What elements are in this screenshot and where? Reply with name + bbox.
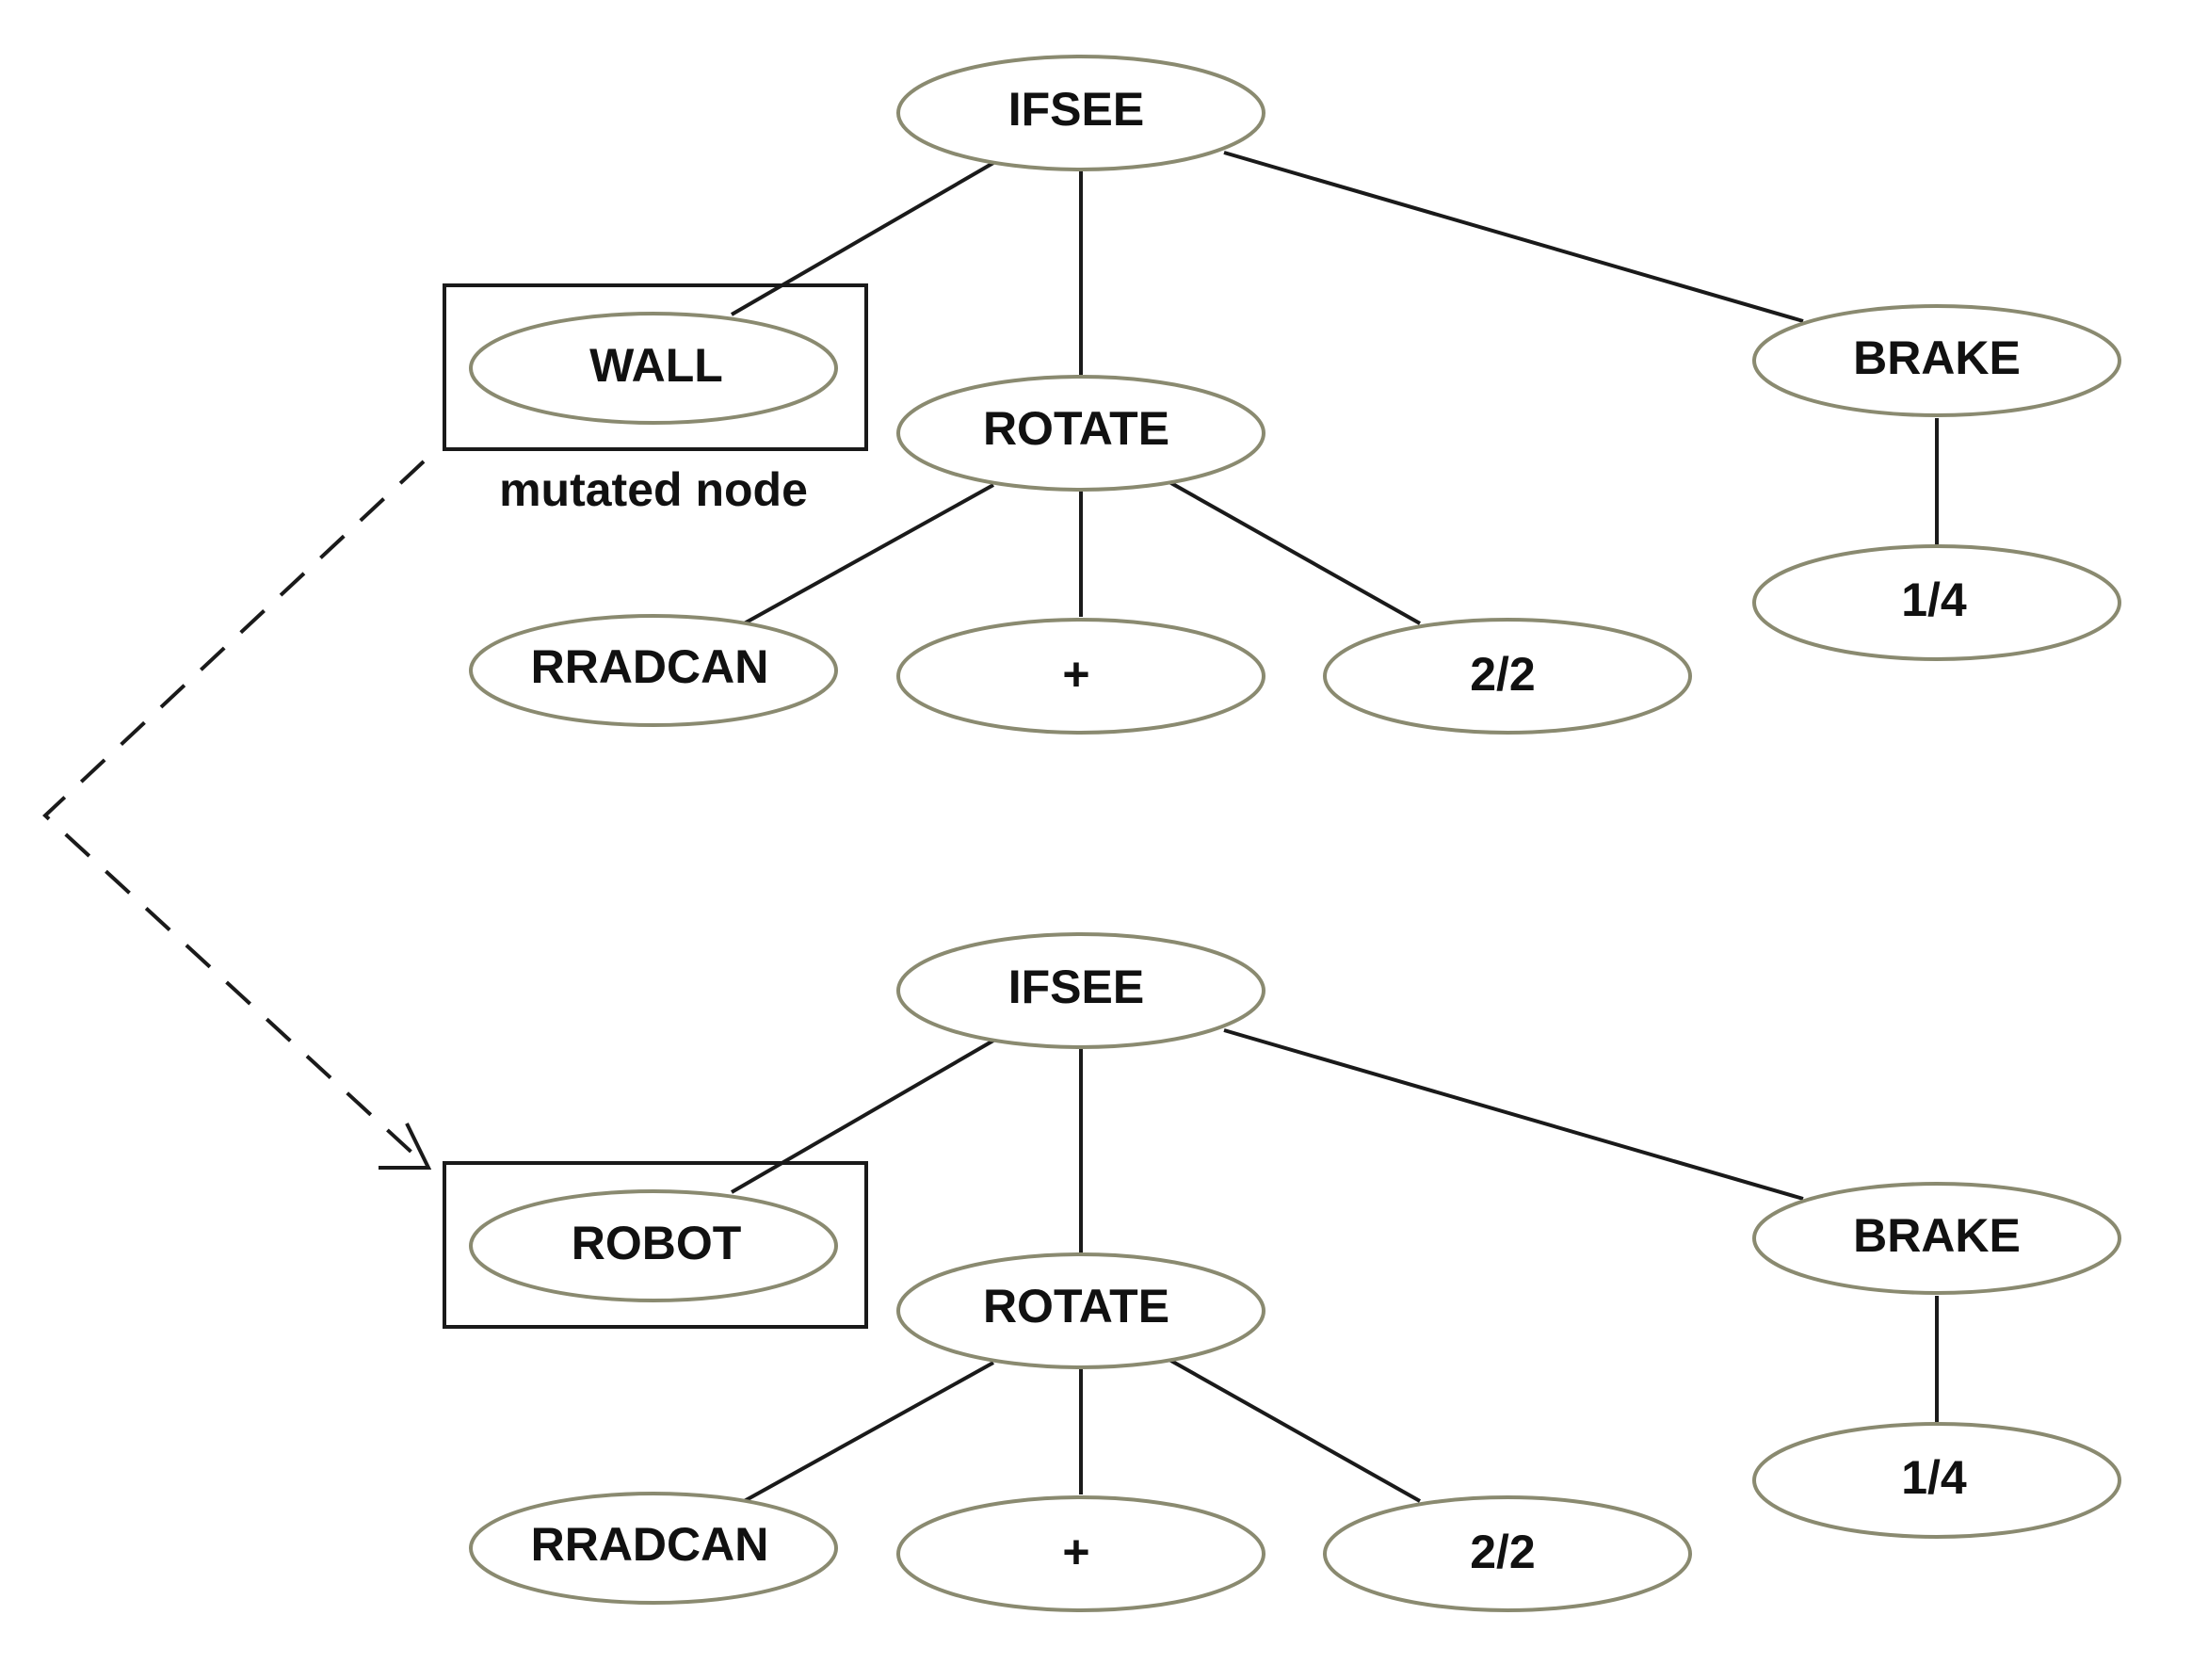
edge-ifsee-brake [1223, 151, 1804, 323]
node-label: 2/2 [1470, 648, 1536, 701]
node-label: RRADCAN [531, 1518, 769, 1571]
node-1-4: 1/4 [1752, 544, 2121, 661]
mutated-tree: IFSEE ROBOT ROTATE BRAKE RRADCAN + 2/2 [443, 932, 2121, 1612]
node-label: BRAKE [1853, 1209, 2021, 1262]
node-ifsee: IFSEE [896, 55, 1265, 171]
node-label: ROBOT [572, 1217, 742, 1269]
node-label: 1/4 [1901, 1451, 1967, 1504]
node-wall: WALL [469, 312, 838, 425]
node-label: ROTATE [983, 402, 1169, 455]
node-1-4: 1/4 [1752, 1422, 2121, 1539]
node-brake: BRAKE [1752, 304, 2121, 417]
original-tree: IFSEE WALL ROTATE BRAKE RRADCAN + 2/2 1 [443, 55, 2121, 735]
edge-rotate-rradcan [738, 1361, 994, 1506]
node-brake: BRAKE [1752, 1182, 2121, 1295]
mutated-node-box [443, 1161, 868, 1329]
node-label: 2/2 [1470, 1526, 1536, 1578]
node-rradcan: RRADCAN [469, 614, 838, 727]
edge-rotate-22 [1169, 480, 1421, 625]
node-plus: + [896, 1495, 1265, 1612]
node-label: ROTATE [983, 1280, 1169, 1333]
node-plus: + [896, 618, 1265, 735]
node-2-2: 2/2 [1323, 1495, 1692, 1612]
node-robot: ROBOT [469, 1189, 838, 1302]
edge-ifsee-brake [1223, 1028, 1804, 1201]
dashed-arrow-line [42, 460, 430, 1170]
node-label: RRADCAN [531, 640, 769, 693]
mutated-node-box [443, 283, 868, 451]
edge-ifsee-robot [730, 1039, 995, 1194]
node-2-2: 2/2 [1323, 618, 1692, 735]
arrow-head-icon [379, 1123, 432, 1170]
edge-rotate-22 [1169, 1358, 1421, 1503]
edge-ifsee-wall [730, 161, 995, 316]
node-label: BRAKE [1853, 331, 2021, 384]
node-label: IFSEE [1008, 83, 1144, 136]
mutated-node-caption: mutated node [499, 463, 808, 516]
node-ifsee: IFSEE [896, 932, 1265, 1049]
edge-rotate-rradcan [738, 483, 994, 628]
mutation-arrow [42, 460, 432, 1170]
node-rradcan: RRADCAN [469, 1492, 838, 1605]
node-rotate: ROTATE [896, 1252, 1265, 1369]
node-label: IFSEE [1008, 961, 1144, 1013]
node-label: + [1062, 1526, 1089, 1578]
node-label: + [1062, 648, 1089, 701]
node-rotate: ROTATE [896, 375, 1265, 492]
node-label: WALL [589, 339, 723, 392]
node-label: 1/4 [1901, 573, 1967, 626]
